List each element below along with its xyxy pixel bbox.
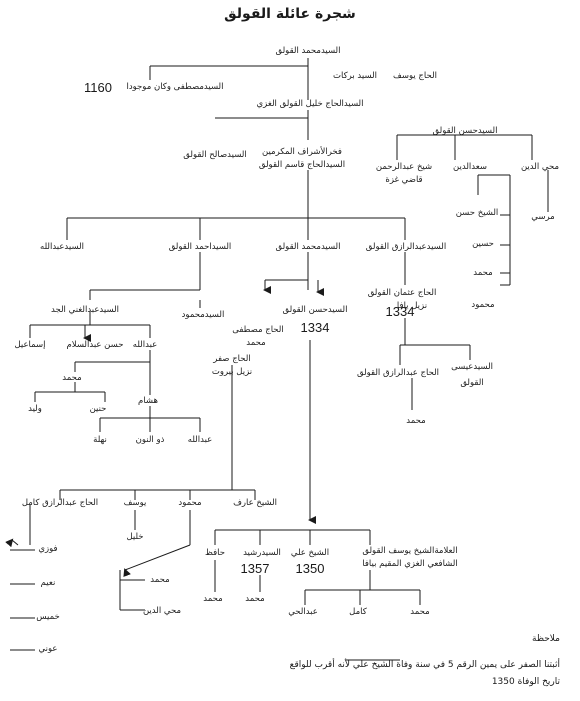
- year-1350: 1350: [295, 561, 325, 576]
- year-1160: 1160: [84, 80, 112, 95]
- node-shaykh-ali: الشيخ علي: [290, 548, 330, 558]
- node-hafiz: حافظ: [205, 548, 225, 558]
- node-muhyi-top: محي الدين: [520, 162, 560, 172]
- node-hajj-yusuf: الحاج يوسف: [393, 71, 437, 81]
- node-muhammad-a: محمد: [473, 268, 493, 278]
- node-fawzi: فوزي: [38, 544, 58, 554]
- node-hajj-mustafa: الحاج مصطفى: [232, 325, 284, 335]
- node-abdulraziq: السيدعبدالرازق القولق: [365, 242, 447, 252]
- node-mustafa: السيدمصطفى وكان موجودا: [126, 82, 224, 92]
- node-qawlaq: القولق: [460, 378, 484, 388]
- node-muhammad-b: محمد: [246, 338, 266, 348]
- node-mursi: مرسي: [531, 212, 555, 222]
- node-hasan-abdulsalam: حسن عبدالسلام: [66, 340, 124, 350]
- node-muhammad-h: محمد: [410, 607, 430, 617]
- node-hajj-abdulraziq-kamil: الحاج عبدالرازق كامل: [21, 498, 99, 508]
- node-hasan-mid: السيدحسن القولق: [282, 305, 348, 315]
- node-hajj-khalil: السيدالحاج خليل القولق الغزي: [256, 99, 364, 109]
- node-awni: عوني: [38, 644, 58, 654]
- node-muhammad-g: محمد: [245, 594, 265, 604]
- node-abdullah2: عبدالله: [187, 435, 213, 445]
- node-shaykh-hasan: الشيخ حسن: [455, 208, 499, 218]
- node-dhunnun: ذو النون: [135, 435, 165, 445]
- node-shaykh-arif: الشيخ عارف: [233, 498, 277, 508]
- node-qadi-ghaza: قاضي غزة: [385, 175, 423, 185]
- node-hasan-top: السيدحسن القولق: [432, 126, 498, 136]
- node-naim: نعيم: [40, 578, 56, 588]
- note-label: ملاحظة: [532, 634, 560, 644]
- node-root: السيدمحمد القولق: [275, 46, 341, 56]
- node-hani: حنين: [89, 404, 107, 414]
- node-mahmud-a: محمود: [471, 300, 495, 310]
- node-ismail: إسماعيل: [14, 340, 46, 350]
- node-abdulghani: السيدعبدالغني الجد: [51, 305, 119, 315]
- node-walid: وليد: [28, 404, 42, 414]
- node-abdullah: السيدعبدالله: [40, 242, 84, 252]
- note-line-2: تاريخ الوفاة 1350: [491, 677, 560, 687]
- node-muhammad-e: محمد: [150, 575, 170, 585]
- node-hisham: هشام: [138, 396, 158, 406]
- year-1357: 1357: [240, 561, 270, 576]
- node-husayn: حسين: [472, 239, 494, 249]
- node-sayyid-issa: السيدعيسى: [451, 362, 493, 372]
- node-barakat: السيد بركات: [333, 71, 377, 81]
- year-1334-hasan: 1334: [300, 320, 330, 335]
- node-ahmad: السيداحمد القولق: [168, 242, 232, 252]
- node-hajj-uthman: الحاج عثمان القولق: [367, 288, 437, 298]
- node-nazil-beirut: نزيل بيروت: [211, 367, 253, 377]
- node-abdallah-s: عبدالله: [132, 340, 158, 350]
- node-saadeddin: سعدالدين: [453, 162, 487, 172]
- node-sayyid-rashid: السيدرشيد: [243, 548, 281, 558]
- node-muhammad-c: محمد: [62, 373, 82, 383]
- node-khalil: خليل: [126, 532, 144, 542]
- node-sayyid-muhammad: السيدمحمد القولق: [275, 242, 341, 252]
- node-muhammad-f: محمد: [203, 594, 223, 604]
- node-allama: العلامةالشيخ يوسف القولق: [362, 546, 458, 556]
- node-khamis: خميس: [36, 612, 60, 622]
- page-title: شجرة عائلة القولق: [224, 6, 356, 22]
- node-nahla: نهلة: [93, 435, 107, 445]
- node-yusuf: يوسف: [123, 498, 147, 508]
- node-muhyi-eddin: محي الدين: [142, 606, 182, 616]
- year-1334-yafa: 1334: [385, 304, 415, 319]
- node-abdulhayy: عبدالحي: [288, 607, 318, 617]
- node-mahmud-b: محمود: [178, 498, 202, 508]
- note-line-1: أثبتنا الصفر على يمين الرقم 5 في سنة وفا…: [289, 660, 560, 670]
- node-abdulrahman: شيخ عبدالرحمن: [375, 162, 433, 172]
- node-muhammad-d: محمد: [406, 416, 426, 426]
- node-saleh: السيدصالح القولق: [183, 150, 247, 160]
- node-qasim: السيدالحاج قاسم القولق: [258, 160, 346, 170]
- node-hajj-abdulraziq2: الحاج عبدالرازق القولق: [356, 368, 440, 378]
- node-kamil: كامل: [349, 607, 367, 617]
- node-sayyid-mahmud: السيدمحمود: [181, 310, 225, 320]
- node-nazil-yafa: نزيل يافا: [396, 301, 428, 311]
- node-hajj-safar: الحاج صفر: [213, 354, 251, 364]
- node-fakhr: فخرالأشراف المكرمين: [262, 147, 342, 157]
- node-allama-2: الشافعي الغزي المقيم بيافا: [362, 559, 458, 569]
